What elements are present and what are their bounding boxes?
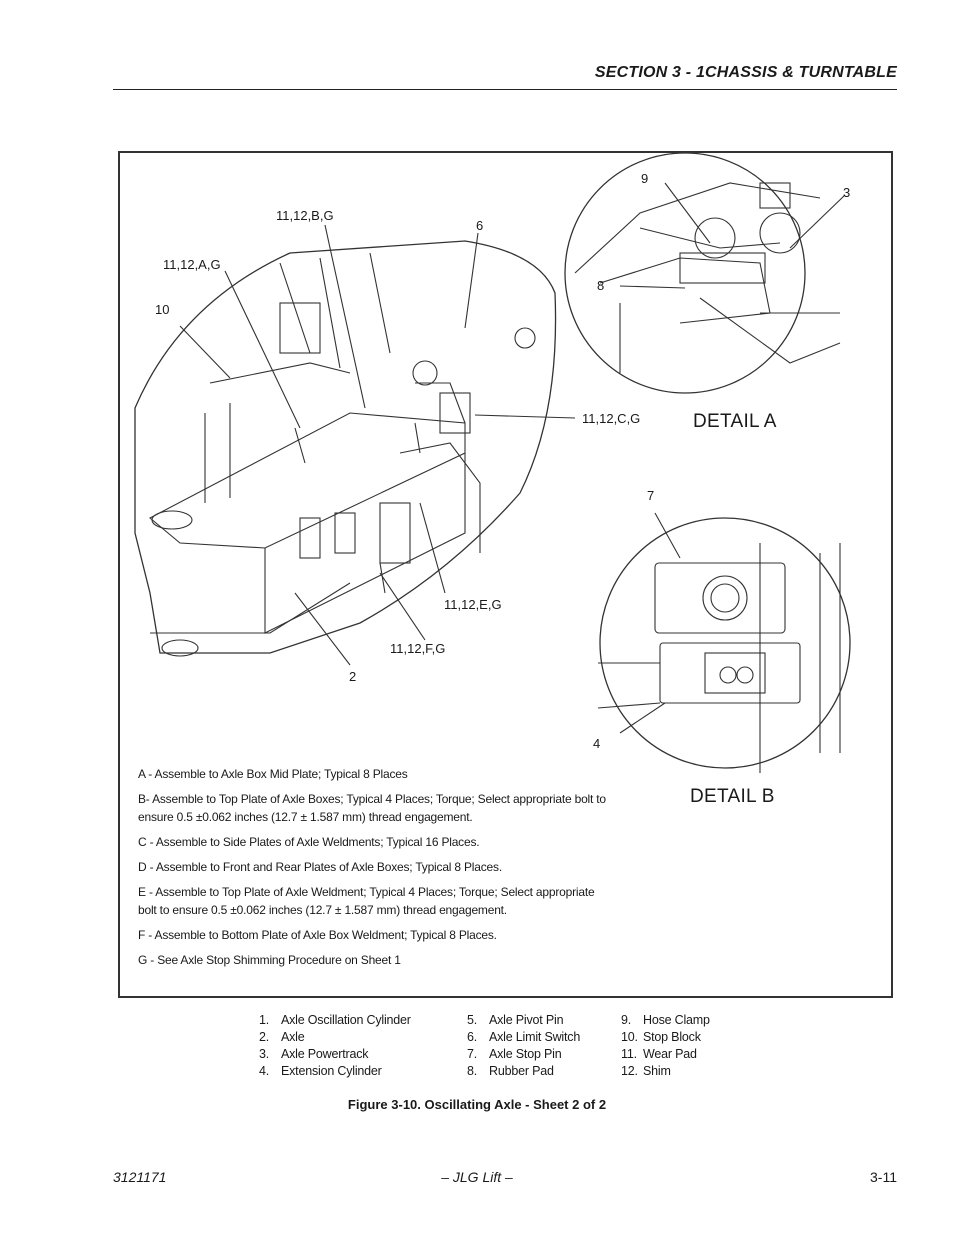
callout-11-12-e-g: 11,12,E,G bbox=[444, 597, 502, 612]
list-item: 6. Axle Limit Switch bbox=[467, 1029, 580, 1046]
note-f: F - Assemble to Bottom Plate of Axle Box… bbox=[138, 928, 497, 942]
list-item: 8. Rubber Pad bbox=[467, 1063, 580, 1080]
callout-11-12-c-g: 11,12,C,G bbox=[582, 411, 641, 426]
note-a: A - Assemble to Axle Box Mid Plate; Typi… bbox=[138, 767, 408, 781]
part-name: Extension Cylinder bbox=[281, 1064, 382, 1078]
footer-doc-number: 3121171 bbox=[113, 1169, 167, 1185]
part-name: Hose Clamp bbox=[643, 1013, 710, 1027]
assembly-notes: A - Assemble to Axle Box Mid Plate; Typi… bbox=[138, 765, 608, 976]
section-title: SECTION 3 - 1CHASSIS & TURNTABLE bbox=[594, 64, 897, 81]
list-item: 12. Shim bbox=[621, 1063, 710, 1080]
part-number: 4. bbox=[259, 1064, 270, 1078]
part-number: 8. bbox=[467, 1064, 478, 1078]
part-name: Axle Oscillation Cylinder bbox=[281, 1013, 411, 1027]
list-item: 1. Axle Oscillation Cylinder bbox=[259, 1012, 411, 1029]
callout-9: 9 bbox=[641, 171, 649, 186]
note-b: B- Assemble to Top Plate of Axle Boxes; … bbox=[138, 792, 606, 824]
part-name: Axle Stop Pin bbox=[489, 1047, 562, 1061]
header-rule bbox=[113, 89, 897, 90]
callout-8: 8 bbox=[597, 278, 605, 293]
part-number: 6. bbox=[467, 1030, 478, 1044]
list-item: 10. Stop Block bbox=[621, 1029, 710, 1046]
list-item: 4. Extension Cylinder bbox=[259, 1063, 411, 1080]
part-number: 7. bbox=[467, 1047, 478, 1061]
part-name: Axle Limit Switch bbox=[489, 1030, 581, 1044]
callout-10: 10 bbox=[155, 302, 170, 317]
callout-7: 7 bbox=[647, 488, 655, 503]
callout-6: 6 bbox=[476, 218, 484, 233]
parts-list-col3: 9. Hose Clamp 10. Stop Block 11. Wear Pad 1… bbox=[621, 1012, 710, 1080]
callout-11-12-a-g: 11,12,A,G bbox=[163, 257, 221, 272]
part-number: 11. bbox=[621, 1047, 637, 1061]
part-number: 1. bbox=[259, 1013, 270, 1027]
parts-list-col1: 1. Axle Oscillation Cylinder 2. Axle 3. Axl… bbox=[259, 1012, 411, 1080]
part-number: 10. bbox=[621, 1030, 638, 1044]
callout-4: 4 bbox=[593, 736, 601, 751]
part-name: Axle Pivot Pin bbox=[489, 1013, 564, 1027]
callout-2: 2 bbox=[349, 669, 357, 684]
parts-list-col2: 5. Axle Pivot Pin 6. Axle Limit Switch 7. A… bbox=[467, 1012, 580, 1080]
part-number: 12. bbox=[621, 1064, 638, 1078]
part-name: Axle bbox=[281, 1030, 305, 1044]
figure-frame: 11,12,B,G 6 11,12,A,G 10 11,12,C,G 11,12… bbox=[118, 151, 893, 998]
list-item: 11. Wear Pad bbox=[621, 1046, 710, 1063]
list-item: 9. Hose Clamp bbox=[621, 1012, 710, 1029]
figure-caption: Figure 3-10. Oscillating Axle - Sheet 2 … bbox=[347, 1097, 607, 1112]
callout-3: 3 bbox=[843, 185, 851, 200]
part-name: Stop Block bbox=[643, 1030, 701, 1044]
detail-a-label: DETAIL A bbox=[693, 411, 777, 432]
detail-b-label: DETAIL B bbox=[690, 786, 775, 807]
list-item: 2. Axle bbox=[259, 1029, 411, 1046]
list-item: 3. Axle Powertrack bbox=[259, 1046, 411, 1063]
part-number: 5. bbox=[467, 1013, 478, 1027]
note-c: C - Assemble to Side Plates of Axle Weld… bbox=[138, 835, 480, 849]
callout-11-12-b-g: 11,12,B,G bbox=[276, 208, 334, 223]
footer-page-number: 3-11 bbox=[870, 1169, 897, 1185]
part-name: Shim bbox=[643, 1064, 671, 1078]
note-g: G - See Axle Stop Shimming Procedure on … bbox=[138, 953, 401, 967]
callout-11-12-f-g: 11,12,F,G bbox=[390, 641, 446, 656]
note-e: E - Assemble to Top Plate of Axle Weldme… bbox=[138, 885, 595, 917]
list-item: 7. Axle Stop Pin bbox=[467, 1046, 580, 1063]
part-number: 2. bbox=[259, 1030, 270, 1044]
part-name: Wear Pad bbox=[643, 1047, 697, 1061]
part-name: Rubber Pad bbox=[489, 1064, 554, 1078]
list-item: 5. Axle Pivot Pin bbox=[467, 1012, 580, 1029]
part-name: Axle Powertrack bbox=[281, 1047, 369, 1061]
footer-center: – JLG Lift – bbox=[441, 1169, 513, 1185]
axle-illustration bbox=[134, 153, 851, 773]
note-d: D - Assemble to Front and Rear Plates of… bbox=[138, 860, 502, 874]
part-number: 9. bbox=[621, 1013, 632, 1027]
part-number: 3. bbox=[259, 1047, 270, 1061]
